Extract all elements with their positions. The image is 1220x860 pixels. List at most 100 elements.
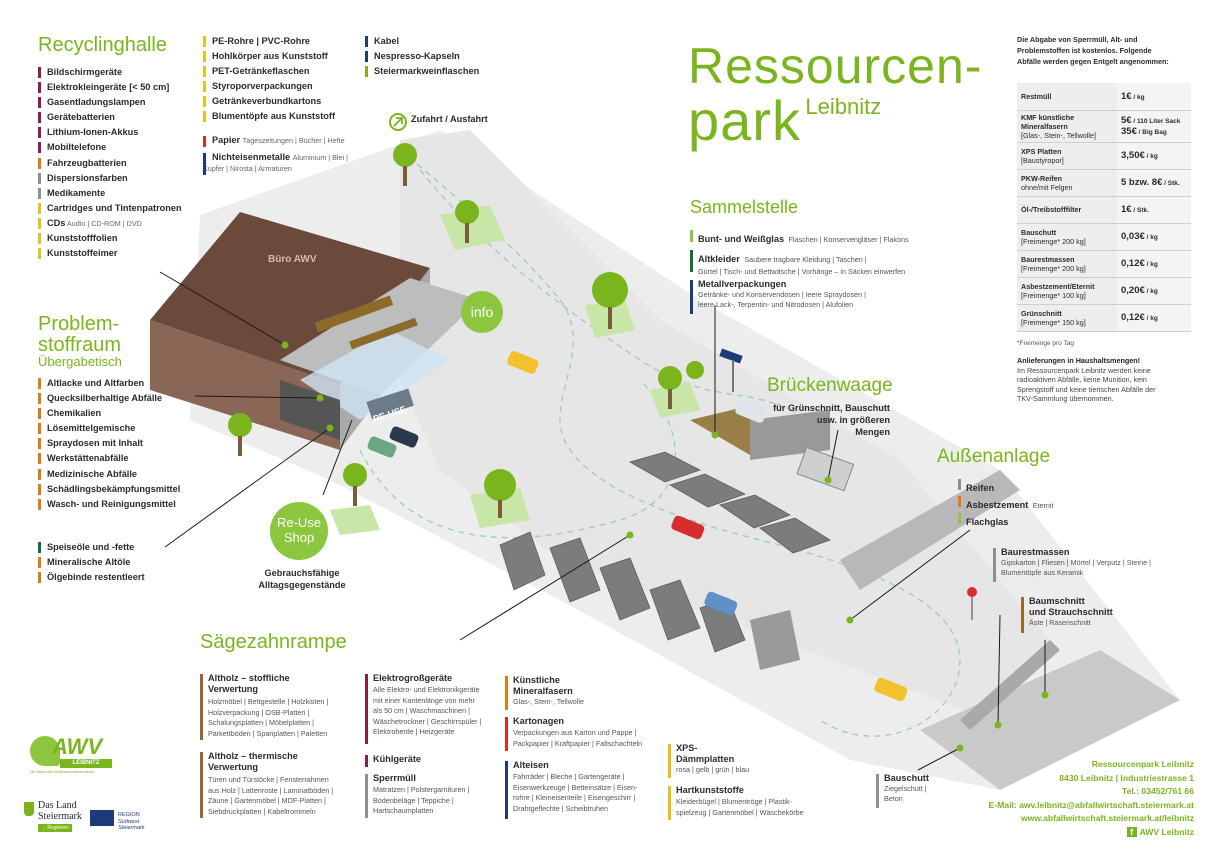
price-item: Öl-/Treibstofffilter	[1017, 196, 1117, 224]
desc-line: radioaktiven Abfälle, keine Munition, ke…	[1017, 375, 1147, 384]
alteisen-title: Alteisen	[513, 760, 549, 770]
desc-line: aus Holz | Lattenroste | Laminatböden |	[208, 785, 334, 795]
desc-line: Wäschetrockner | Geschirrspüler |	[373, 716, 482, 726]
baumschnitt-label-1: Baumschnitt	[1029, 596, 1085, 606]
price-item-name: Grünschnitt	[1021, 308, 1062, 318]
list-item-label: PET-Getränkeflaschen	[212, 66, 310, 77]
car-dark	[389, 426, 419, 448]
list-item-label: Steiermarkweinflaschen	[374, 66, 480, 77]
title-line-3: Leibnitz	[805, 94, 882, 119]
problemstoff-heading-2: stoffraum	[38, 334, 121, 356]
desc-line: Im Ressourcenpark Leibnitz werden keine	[1017, 365, 1151, 375]
list-item: Styroporverpackungen	[203, 79, 335, 94]
list-item: Getränkeverbundkartons	[203, 94, 335, 109]
brueckenwaage-line-1: für Grünschnitt, Bauschutt	[773, 403, 890, 413]
price-note: Anlieferungen in Haushaltsmengen! Im Res…	[1017, 356, 1202, 404]
altkleider-label: Altkleider	[698, 254, 740, 264]
baumschnitt-label-2: und Strauchschnitt	[1029, 607, 1113, 617]
price-unit: / kg	[1131, 93, 1145, 101]
price-item-name: KMF künstliche Mineralfasern	[1021, 112, 1075, 131]
kmf-title-2: Mineralfasern	[513, 686, 573, 696]
list-item-label: PE-Rohre | PVC-Rohre	[212, 36, 311, 46]
list-item-label: Kunststofffolien	[47, 233, 118, 244]
car-yellow	[507, 351, 539, 374]
altholz2-block: Altholz – thermische Verwertung Türen un…	[200, 751, 334, 818]
region-logo-3: Steiermark	[118, 825, 145, 831]
price-item-name: PKW-Reifen	[1021, 173, 1062, 183]
list-item: Wasch- und Reinigungsmittel	[38, 497, 180, 512]
recyclinghalle-heading: Recyclinghalle	[38, 34, 167, 56]
title-line-1: Ressourcen-	[688, 38, 983, 94]
ne-sub2: Kupfer | Nirosta | Armaturen	[203, 164, 292, 173]
altkleider-item: Altkleider Saubere tragbare Kleidung | T…	[690, 249, 905, 277]
facebook-icon: f	[1126, 826, 1137, 837]
papier-item: Papier Tageszeitungen | Bücher | Hefte	[203, 134, 345, 147]
price-amount: 1€	[1121, 204, 1132, 215]
contact-email[interactable]: E-Mail: awv.leibnitz@abfallwirtschaft.st…	[988, 799, 1194, 810]
desc-line: Fahrräder | Bleche | Gartengeräte |	[513, 772, 625, 781]
price-unit: / kg	[1144, 288, 1158, 295]
color-bar	[203, 66, 206, 78]
price-unit: / kg	[1144, 261, 1158, 268]
desc-line: mit einer Kantenlänge von mehr	[373, 695, 475, 705]
list-item: Lithium-Ionen-Akkus	[38, 125, 182, 140]
xps-title-2: Dämmplatten	[676, 754, 735, 764]
bauschutt-sub2: Beton	[884, 794, 903, 803]
list-item-label: Quecksilberhaltige Abfälle	[47, 393, 163, 404]
desc-line: Eisenwerkzeuge | Betteinsätze | Eisen-	[513, 782, 638, 792]
price-value: 0,12€ / kg	[1117, 250, 1191, 278]
region-logo-1: REGION	[118, 812, 140, 818]
outer-wall-2	[920, 650, 1180, 790]
list-item: Nespresso-Kapseln	[365, 49, 479, 64]
desc-line: Kleiderbügel | Blumentröge | Plastik-	[676, 797, 792, 806]
altkleider-sub1: Saubere tragbare Kleidung | Taschen |	[744, 255, 867, 264]
list-item-label: Wasch- und Reinigungsmittel	[47, 498, 176, 509]
contact-website[interactable]: www.abfallwirtschaft.steiermark.at/leibn…	[1020, 813, 1194, 824]
price-row: Baurestmassen[Freimenge* 200 kg]0,12€ / …	[1017, 250, 1191, 278]
papier-sub: Tageszeitungen | Bücher | Hefte	[242, 136, 345, 145]
bauschutt-label: Bauschutt	[884, 773, 929, 783]
altholz1-title-2: Verwertung	[208, 684, 259, 694]
bauschutt-sub1: Ziegelschutt |	[884, 784, 927, 793]
price-item-sub: [Glas-, Stein-, Tellwolle]	[1021, 130, 1096, 140]
color-bar	[38, 438, 41, 450]
list-item-label: Nespresso-Kapseln	[374, 51, 460, 62]
price-item-name: XPS Platten	[1021, 146, 1062, 156]
desc-line: Verpackungen aus Karton und Pappe |	[513, 728, 637, 737]
price-item: XPS Platten[Baustyropor]	[1017, 142, 1117, 170]
price-item: Asbestzement/Eternit[Freimenge* 100 kg]	[1017, 277, 1117, 305]
land-logo: Das Land Steiermark → Regionen	[24, 798, 84, 842]
list-item-label: Getränkeverbundkartons	[212, 96, 322, 107]
list-item-label: Medizinische Abfälle	[47, 468, 138, 479]
metall-sub2: leere Lack-, Terpentin- und Nitrodosen |…	[698, 300, 854, 309]
price-unit: / kg	[1144, 153, 1158, 160]
color-bar	[38, 217, 41, 229]
price-item-sub: [Freimenge* 200 kg]	[1021, 236, 1086, 246]
price-item-sub: [Freimenge* 100 kg]	[1021, 290, 1086, 300]
price-item-name: Baurestmassen	[1021, 254, 1075, 264]
list-item-label: Lösemittelgemische	[47, 423, 136, 434]
price-unit: / Stk.	[1131, 207, 1149, 214]
list-item-label: Mobiltelefone	[47, 142, 107, 153]
car-blue	[704, 591, 738, 616]
color-bar	[38, 127, 41, 139]
desc-line: Parkettböden | Spanplatten | Paletten	[208, 728, 328, 738]
price-item-name: Asbestzement/Eternit	[1021, 281, 1095, 291]
list-item-label: Mineralische Altöle	[47, 557, 131, 568]
list-item-label: Blumentöpfe aus Kunststoff	[212, 111, 336, 122]
list-item: PET-Getränkeflaschen	[203, 64, 335, 79]
karton-title: Kartonagen	[513, 716, 565, 726]
list-item: Quecksilberhaltige Abfälle	[38, 391, 180, 406]
car-white	[735, 400, 767, 423]
list-item-label: Speiseöle und -fette	[47, 542, 135, 552]
list-item: Kabel	[365, 34, 479, 49]
xps-block: XPS- Dämmplatten rosa | gelb | grün | bl…	[668, 743, 749, 778]
list-item: PE-Rohre | PVC-Rohre	[203, 34, 335, 49]
region-logo: REGION Südwest Steiermark	[118, 812, 145, 832]
price-unit: / Stk.	[1162, 180, 1180, 187]
ne-sub1: Aluminium | Blei |	[292, 153, 348, 162]
